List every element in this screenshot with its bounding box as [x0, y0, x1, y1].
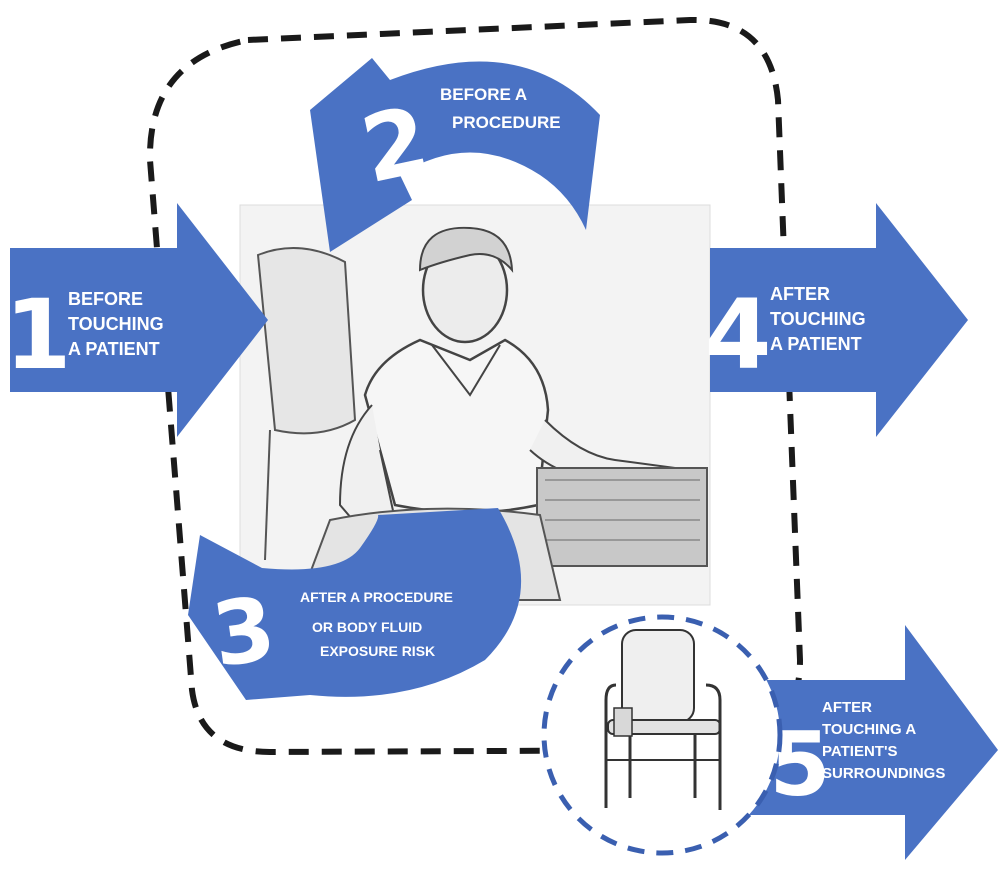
- moment-2-label: BEFORE A PROCEDURE: [440, 85, 561, 132]
- moment-2-arrow: [310, 58, 600, 252]
- moment-3-label: AFTER A PROCEDURE OR BODY FLUID EXPOSURE…: [300, 589, 457, 659]
- moment-5-label: AFTER TOUCHING A PATIENT'S SURROUNDINGS: [822, 699, 945, 782]
- moment-4-number: 4: [705, 279, 772, 391]
- moment-5-arrow: [730, 625, 998, 860]
- moment-3-number: 3: [206, 577, 281, 688]
- moment-1-number: 1: [5, 279, 72, 391]
- moment-1-arrow: [10, 203, 268, 437]
- moment-4-arrow: [710, 203, 968, 437]
- moment-4-label: AFTER TOUCHING A PATIENT: [770, 284, 871, 354]
- chair-sketch-image: [604, 629, 722, 810]
- moment-3-arrow: [188, 508, 522, 700]
- moment-1-label: BEFORE TOUCHING A PATIENT: [68, 289, 169, 359]
